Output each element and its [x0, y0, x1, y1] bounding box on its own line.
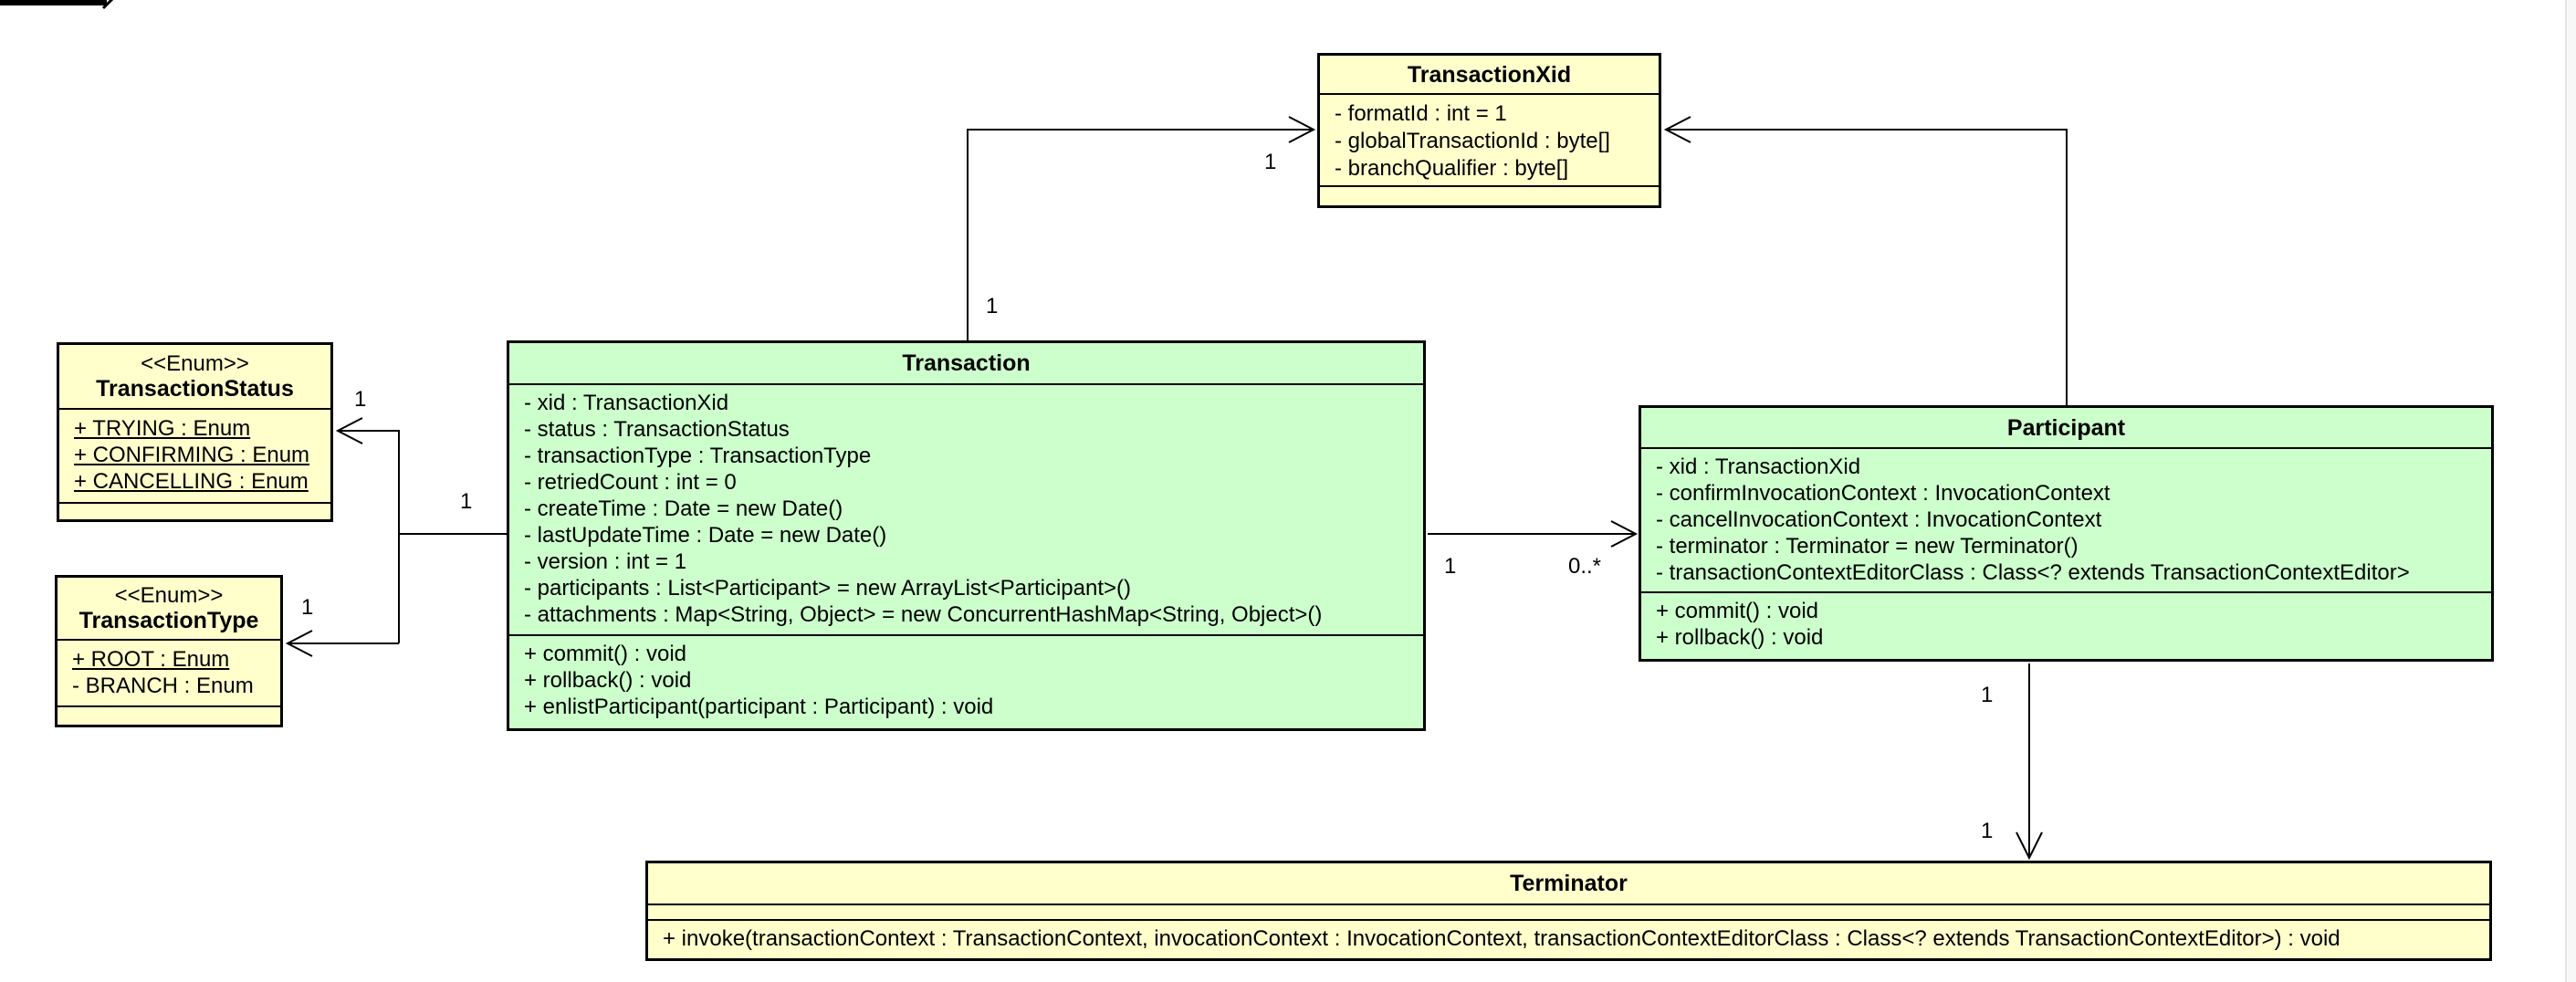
operation-line: + invoke(transactionContext : Transactio…: [663, 926, 2340, 951]
attributes-compartment: + ROOT : Enum - BRANCH : Enum: [58, 639, 280, 705]
multiplicity-label: 1: [1981, 683, 1994, 707]
open-arrowhead-icon: [335, 417, 363, 444]
attribute-line: + CONFIRMING : Enum: [74, 443, 310, 467]
class-title: TransactionXid: [1320, 56, 1659, 93]
attribute-line: - xid : TransactionXid: [1656, 454, 1861, 479]
operation-line: + rollback() : void: [1656, 625, 1824, 650]
attributes-compartment: [648, 904, 2489, 919]
class-title: Participant: [1641, 408, 2491, 447]
class-terminator[interactable]: Terminator + invoke(transactionContext :…: [645, 861, 2492, 961]
operations-compartment: [59, 502, 330, 519]
class-transaction[interactable]: Transaction - xid : TransactionXid - sta…: [507, 340, 1426, 731]
class-participant[interactable]: Participant - xid : TransactionXid - con…: [1639, 405, 2494, 662]
class-transactionstatus[interactable]: <<Enum>> TransactionStatus + TRYING : En…: [57, 342, 333, 522]
operations-compartment: [58, 705, 280, 725]
stereotype-label: <<Enum>>: [141, 351, 249, 376]
class-title: Terminator: [648, 863, 2489, 904]
stereotype-label: <<Enum>>: [114, 583, 224, 608]
right-edge-strip: [2565, 0, 2576, 982]
class-title: <<Enum>> TransactionStatus: [59, 345, 330, 408]
operation-line: + commit() : void: [524, 642, 687, 666]
association-vertical-trunk: [338, 430, 400, 643]
multiplicity-label: 1: [301, 595, 314, 620]
attribute-line: - participants : List<Participant> = new…: [524, 576, 1131, 601]
attributes-compartment: + TRYING : Enum + CONFIRMING : Enum + CA…: [59, 408, 330, 502]
operations-compartment: + invoke(transactionContext : Transactio…: [648, 919, 2489, 958]
class-title: <<Enum>> TransactionType: [58, 578, 280, 639]
attribute-line: - terminator : Terminator = new Terminat…: [1656, 534, 2079, 559]
multiplicity-label: 1: [986, 294, 999, 319]
operations-compartment: + commit() : void + rollback() : void + …: [509, 634, 1423, 728]
class-name: Terminator: [1510, 871, 1628, 896]
class-name: Transaction: [902, 350, 1031, 376]
attribute-line: - transactionContextEditorClass : Class<…: [1656, 560, 2410, 585]
class-name: Participant: [2006, 414, 2126, 441]
multiplicity-label: 1: [460, 489, 473, 514]
attribute-line: - cancelInvocationContext : InvocationCo…: [1656, 507, 2102, 532]
class-name: TransactionType: [79, 608, 259, 633]
multiplicity-label: 1: [354, 387, 367, 412]
attribute-line: - version : int = 1: [524, 549, 687, 574]
attribute-line: + ROOT : Enum: [72, 647, 230, 672]
attribute-line: - createTime : Date = new Date(): [524, 496, 843, 521]
class-name: TransactionStatus: [96, 376, 294, 402]
association-participant-to-transactionxid: [1667, 129, 2068, 407]
open-arrowhead-icon: [1610, 520, 1639, 548]
attribute-line: - globalTransactionId : byte[]: [1335, 129, 1610, 153]
operation-line: + commit() : void: [1656, 599, 1819, 623]
open-arrowhead-icon: [1663, 116, 1691, 143]
class-transactionxid[interactable]: TransactionXid - formatId : int = 1 - gl…: [1317, 53, 1661, 208]
attribute-line: - retriedCount : int = 0: [524, 470, 737, 495]
multiplicity-label: 1: [1444, 554, 1457, 579]
attributes-compartment: - formatId : int = 1 - globalTransaction…: [1320, 93, 1659, 185]
attribute-line: - status : TransactionStatus: [524, 417, 790, 442]
cropped-element-edge: [0, 0, 114, 10]
open-arrowhead-icon: [1288, 116, 1316, 143]
attributes-compartment: - xid : TransactionXid - status : Transa…: [509, 383, 1423, 634]
attribute-line: - BRANCH : Enum: [72, 674, 254, 698]
attribute-line: - lastUpdateTime : Date = new Date(): [524, 523, 887, 548]
attribute-line: - confirmInvocationContext : InvocationC…: [1656, 481, 2110, 506]
attribute-line: - formatId : int = 1: [1335, 101, 1507, 126]
attributes-compartment: - xid : TransactionXid - confirmInvocati…: [1641, 447, 2491, 591]
class-title: Transaction: [509, 343, 1423, 383]
operation-line: + rollback() : void: [524, 668, 692, 693]
class-transactiontype[interactable]: <<Enum>> TransactionType + ROOT : Enum -…: [55, 575, 283, 727]
attribute-line: - transactionType : TransactionType: [524, 444, 872, 468]
operations-compartment: + commit() : void + rollback() : void: [1641, 591, 2491, 659]
multiplicity-label: 1: [1264, 150, 1277, 174]
open-arrowhead-icon: [285, 630, 313, 657]
operations-compartment: [1320, 185, 1659, 205]
attribute-line: - branchQualifier : byte[]: [1335, 156, 1569, 181]
operation-line: + enlistParticipant(participant : Partic…: [524, 695, 994, 719]
multiplicity-label: 1: [1981, 819, 1994, 843]
association-transaction-to-transactionxid: [967, 129, 1313, 342]
class-name: TransactionXid: [1407, 61, 1572, 88]
attribute-line: + CANCELLING : Enum: [74, 469, 309, 494]
attribute-line: + TRYING : Enum: [74, 416, 251, 441]
attribute-line: - attachments : Map<String, Object> = ne…: [524, 602, 1323, 627]
open-arrowhead-icon: [2016, 831, 2043, 861]
attribute-line: - xid : TransactionXid: [524, 391, 729, 415]
multiplicity-label: 0..*: [1568, 554, 1602, 579]
